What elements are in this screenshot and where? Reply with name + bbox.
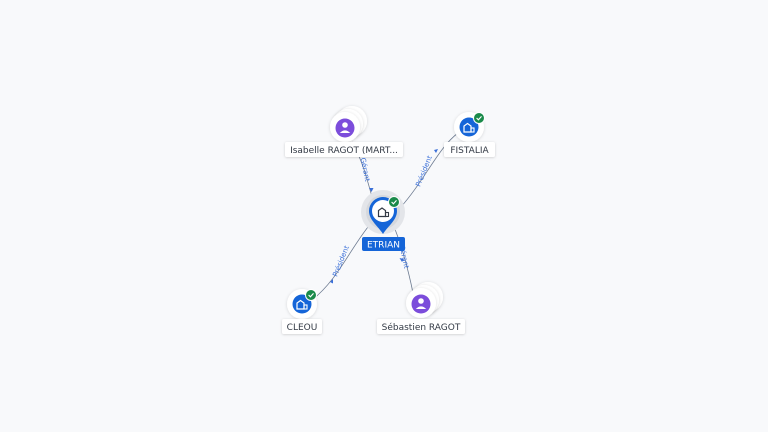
node-label-isabelle: Isabelle RAGOT (MART... <box>290 146 398 156</box>
edge-fistalia-center[interactable] <box>399 132 459 209</box>
node-sebastien[interactable]: Sébastien RAGOT <box>377 282 465 334</box>
node-isabelle[interactable]: Isabelle RAGOT (MART... <box>285 106 403 157</box>
person-icon <box>411 294 431 314</box>
company-icon <box>377 207 390 218</box>
node-fistalia[interactable]: FISTALIA <box>444 112 495 157</box>
node-cleou[interactable]: CLEOU <box>282 289 322 334</box>
verified-check-icon <box>473 112 485 124</box>
verified-check-icon <box>305 289 317 301</box>
edge-cleou-center[interactable] <box>311 221 373 301</box>
person-icon <box>335 118 355 138</box>
node-center-etrian[interactable]: ETRIAN <box>361 190 405 251</box>
edge-arrow <box>330 279 333 284</box>
edge-arrow <box>399 258 404 262</box>
company-icon <box>292 294 312 314</box>
company-icon <box>459 117 479 137</box>
edge-label-isabelle: Gérant <box>359 157 372 182</box>
edge-label-cleou: Président <box>331 244 351 278</box>
edge-arrow <box>434 149 438 153</box>
node-label-sebastien: Sébastien RAGOT <box>382 322 461 333</box>
node-label-fistalia: FISTALIA <box>450 146 489 156</box>
center-label-box <box>362 237 405 251</box>
node-label-etrian: ETRIAN <box>367 241 400 251</box>
verified-check-icon <box>388 196 400 208</box>
edge-arrow <box>369 188 374 192</box>
node-label-cleou: CLEOU <box>287 323 318 333</box>
edge-label-fistalia: Président <box>414 154 434 188</box>
